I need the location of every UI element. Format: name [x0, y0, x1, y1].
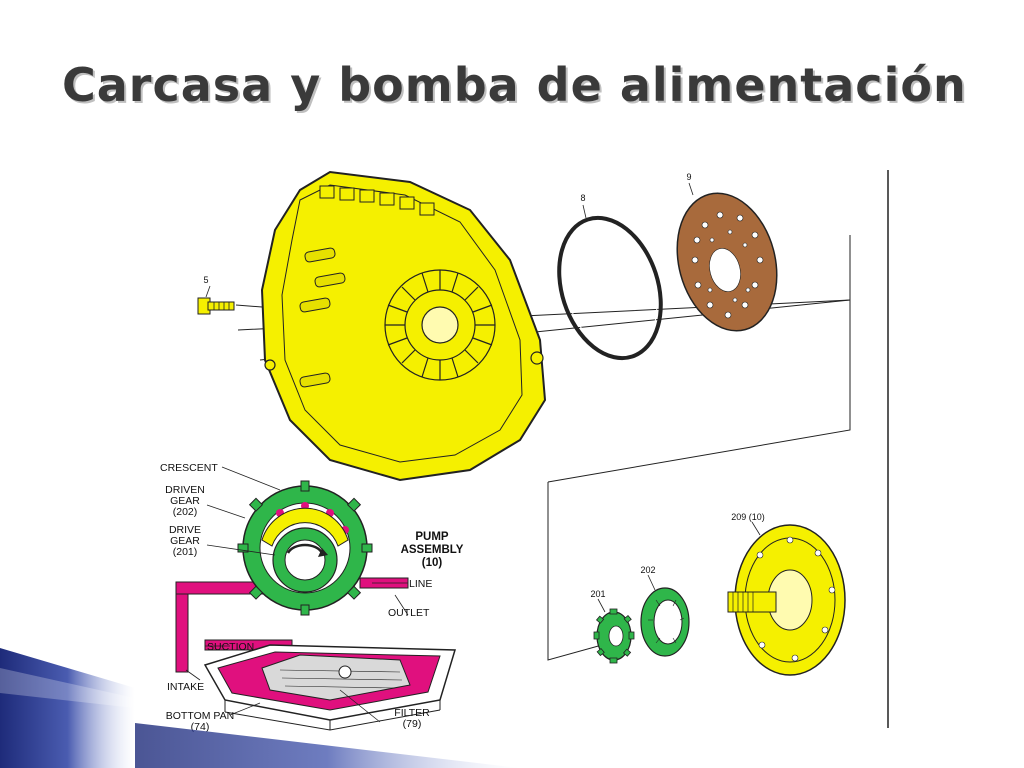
pump-assembly-label-3: (10): [422, 557, 443, 569]
gasket-part: [676, 182, 778, 332]
pump-gear-schematic: [175, 480, 409, 696]
drive-gear-label-1: DRIVE: [169, 524, 201, 536]
drive-gear-part: [593, 598, 635, 664]
suction-label: SUCTION: [207, 641, 254, 653]
driven-gear-number: 202: [640, 565, 655, 575]
transmission-housing: [260, 170, 547, 482]
slide-title: Carcasa y bomba de alimentación: [62, 58, 967, 112]
bolt-part: [197, 285, 235, 315]
schematic-leaders: [185, 466, 409, 723]
line-label: LINE: [409, 578, 432, 590]
drive-gear-label-2: GEAR: [170, 535, 200, 547]
o-ring-label: 8: [580, 193, 585, 203]
outlet-label: OUTLET: [388, 607, 430, 619]
filter-label-2: (79): [403, 718, 422, 730]
drive-gear-label-3: (201): [173, 546, 198, 558]
bottom-pan-label-2: (74): [191, 721, 210, 733]
driven-gear-label-2: GEAR: [170, 495, 200, 507]
drive-gear-number: 201: [590, 589, 605, 599]
o-ring-part: [557, 204, 663, 361]
crescent-label: CRESCENT: [160, 462, 218, 474]
corner-decoration: [0, 648, 520, 768]
filter-label-1: FILTER: [394, 707, 430, 719]
gasket-label: 9: [686, 172, 691, 182]
filter: [261, 654, 411, 701]
pump-assembly-label-1: PUMP: [415, 531, 449, 543]
driven-gear-label-3: (202): [173, 506, 198, 518]
bolt-label: 5: [203, 275, 208, 285]
pump-assembly-label-2: ASSEMBLY: [401, 544, 464, 556]
driven-gear-part: [640, 574, 690, 657]
intake-label: INTAKE: [167, 681, 204, 693]
pump-assembly-number: 209 (10): [731, 512, 765, 522]
driven-gear-label-1: DRIVEN: [165, 484, 205, 496]
bottom-pan-label-1: BOTTOM PAN: [166, 710, 234, 722]
pump-assembly-part: [727, 521, 846, 676]
